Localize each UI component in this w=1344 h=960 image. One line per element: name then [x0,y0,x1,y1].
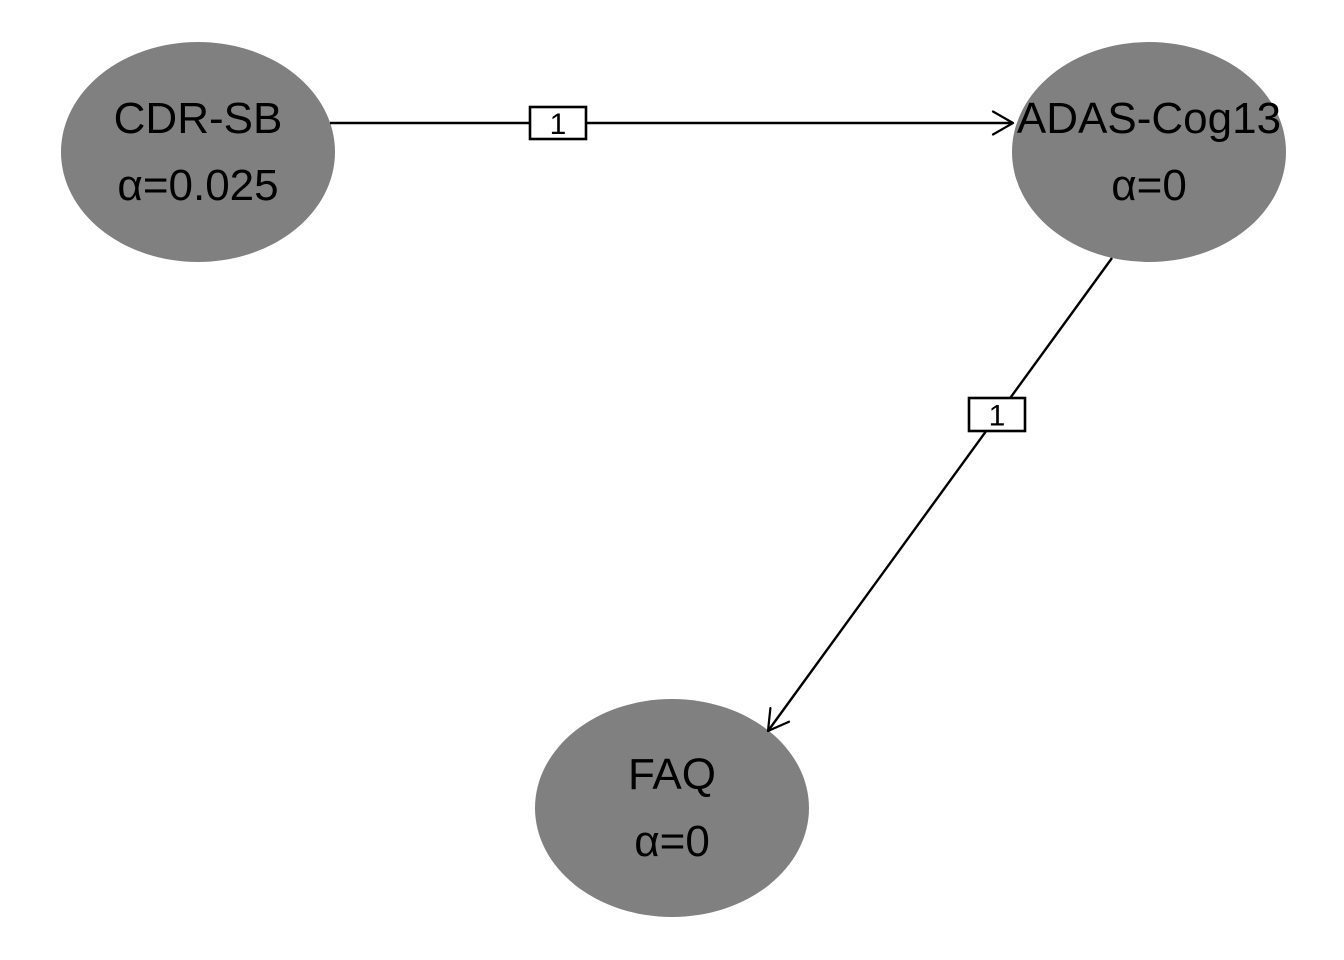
node-alpha-label-faq: α=0 [634,817,710,866]
node-alpha-label-cdr-sb: α=0.025 [117,161,278,210]
node-alpha-label-adas-cog13: α=0 [1111,161,1187,210]
edge-weight-text-adas-faq: 1 [989,400,1006,433]
node-adas-cog13: ADAS-Cog13 α=0 [1017,94,1281,210]
node-cdr-sb: CDR-SB α=0.025 [114,94,283,210]
node-ellipse-cdr-sb [61,42,335,262]
arrowhead-icon-faq [766,707,791,733]
node-label-adas-cog13: ADAS-Cog13 [1017,94,1281,143]
edge-adas-cog13-to-faq [766,257,1113,733]
node-label-cdr-sb: CDR-SB [114,94,283,143]
edge-line-adas-faq [767,257,1113,732]
edge-weight-box-cdr-sb-adas [528,105,588,141]
edge-weight-text-cdr-sb-adas: 1 [550,108,567,141]
edge-cdr-sb-to-adas-cog13 [330,110,1015,136]
node-label-faq: FAQ [628,750,716,799]
edge-weight-label-1: 1 [528,105,588,141]
arrowhead-icon-adas [991,110,1015,136]
node-ellipse-faq [535,699,809,917]
node-faq: FAQ α=0 [628,750,716,866]
node-ellipse-adas-cog13 [1012,42,1286,262]
edge-weight-label-2: 1 [967,396,1027,433]
edge-weight-box-adas-faq [967,396,1027,433]
